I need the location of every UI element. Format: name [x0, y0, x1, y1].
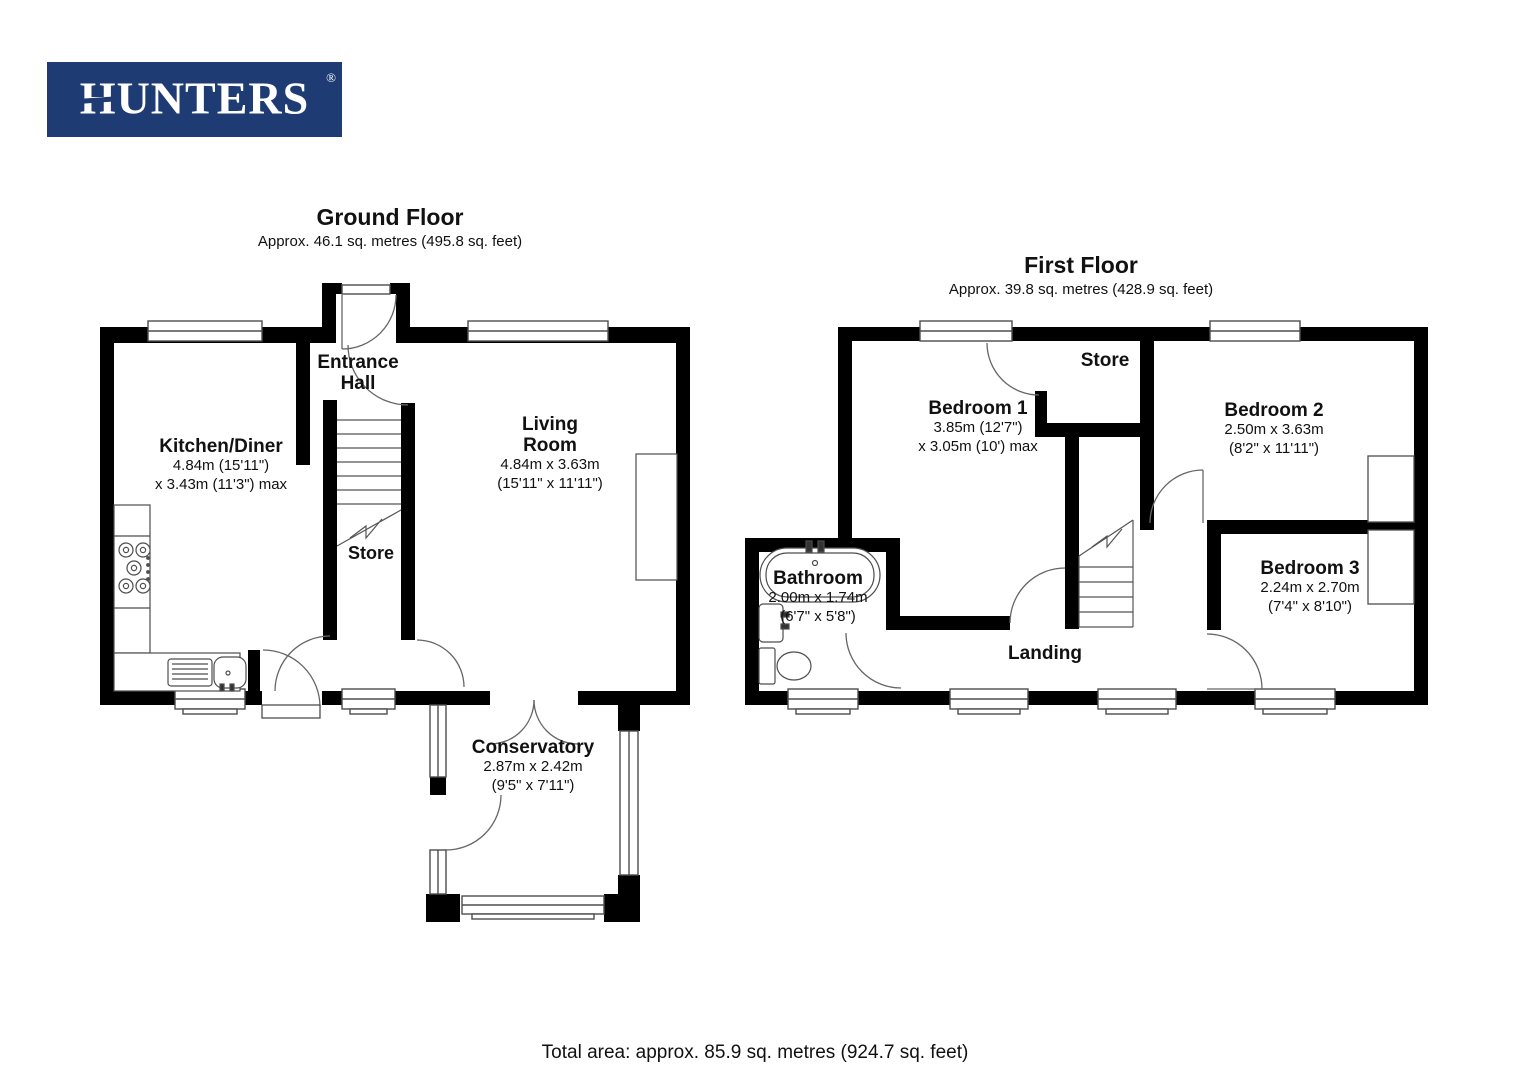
store-door-arc [986, 342, 1040, 396]
living-room-rear-door-arc [416, 639, 465, 688]
bedroom3-cupboard [1367, 529, 1415, 605]
first-floor-subtitle: Approx. 39.8 sq. metres (428.9 sq. feet) [948, 281, 1214, 298]
bedroom3-door-arc [1206, 633, 1263, 690]
room-label-landing: Landing [1008, 643, 1082, 664]
hob-icon [118, 542, 151, 594]
first-floor-windows [787, 320, 1336, 715]
registered-trademark-icon: ® [326, 70, 336, 85]
ground-floor-stairs [336, 419, 402, 547]
bedroom2-door-arc [1149, 469, 1204, 524]
room-label-bedroom1: Bedroom 1 3.85m (12'7") x 3.05m (10') ma… [918, 398, 1038, 455]
ground-floor-doors [261, 294, 465, 719]
french-door-right-arc [533, 699, 579, 745]
back-door-step [261, 704, 321, 719]
room-label-bedroom3: Bedroom 3 2.24m x 2.70m (7'4" x 8'10") [1260, 558, 1360, 615]
stair-break-zigzag [1091, 528, 1123, 549]
living-room-door-arc [347, 344, 409, 406]
total-area-label: Total area: approx. 85.9 sq. metres (924… [541, 1042, 969, 1063]
bedroom2-cupboard [1367, 455, 1415, 523]
room-label-conservatory: Conservatory 2.87m x 2.42m (9'5" x 7'11"… [471, 737, 595, 794]
room-label-kitchen-diner: Kitchen/Diner 4.84m (15'11") x 3.43m (11… [154, 436, 288, 493]
kitchen-fixtures [113, 453, 678, 692]
toilet-icon [758, 647, 812, 685]
ground-floor-subtitle: Approx. 46.1 sq. metres (495.8 sq. feet) [257, 233, 523, 250]
conservatory [426, 699, 640, 922]
washbasin-icon [758, 603, 790, 643]
bathroom-door-arc [845, 632, 902, 689]
french-door-left-arc [489, 699, 535, 745]
stair-break-line [336, 509, 402, 547]
room-label-living-room: Living Room 4.84m x 3.63m (15'11" x 11'1… [497, 414, 603, 492]
room-label-store-first: Store [1080, 350, 1130, 371]
stair-break-zigzag [349, 518, 383, 540]
room-label-bedroom2: Bedroom 2 2.50m x 3.63m (8'2" x 11'11") [1224, 400, 1324, 457]
first-floor-doors [845, 342, 1263, 690]
room-label-bathroom: Bathroom 2.00m x 1.74m (6'7" x 5'8") [768, 568, 868, 625]
first-floor-stairs [1078, 519, 1134, 628]
sink-icon [167, 656, 247, 692]
conservatory-windows [429, 704, 639, 920]
ground-floor-windows [147, 284, 609, 715]
kitchen-door-arc [274, 635, 331, 692]
hunters-logo: HUNTERS ® [47, 62, 342, 137]
stair-break-line [1078, 519, 1134, 557]
bathtub-icon [759, 540, 881, 603]
room-label-store-ground: Store [347, 543, 395, 563]
bathroom-fixtures [758, 540, 881, 685]
first-floor-title: First Floor [1024, 252, 1138, 278]
conservatory-side-door-arc [445, 794, 502, 851]
first-floor-cupboards [1367, 455, 1415, 605]
ground-floor-walls [100, 283, 690, 705]
front-door-arc [341, 294, 397, 350]
ground-floor-title: Ground Floor [316, 204, 464, 230]
bedroom1-door-arc [1009, 567, 1066, 624]
fireplace [635, 453, 678, 581]
room-label-entrance-hall: Entrance Hall [317, 352, 399, 394]
conservatory-posts [426, 705, 640, 922]
back-door-arc [262, 649, 321, 708]
